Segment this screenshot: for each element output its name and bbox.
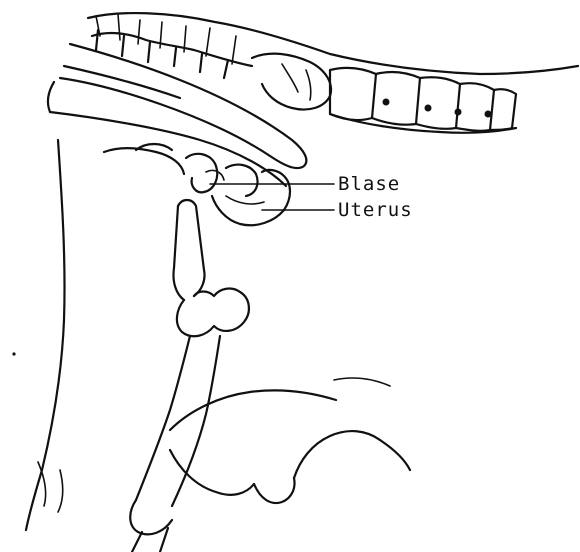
label-bladder: Blase — [338, 173, 400, 195]
pelvis — [48, 44, 306, 186]
label-bladder-group: Blase — [210, 173, 400, 195]
label-uterus: Uterus — [338, 199, 413, 221]
stray-mark — [12, 352, 15, 355]
label-uterus-group: Uterus — [262, 199, 413, 221]
udder-outline — [170, 378, 410, 503]
